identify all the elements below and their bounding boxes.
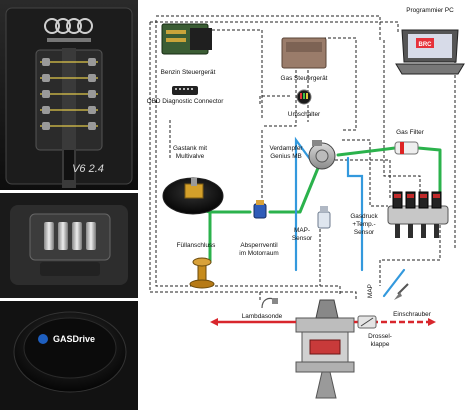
photo-engine-bay	[0, 193, 138, 298]
shutoff-valve: Absperrventil im Motorraum	[239, 200, 279, 257]
audi-rings-icon	[44, 18, 93, 34]
brc-logo: BRC	[419, 42, 433, 48]
lambda-sensor: Lambdasonde	[242, 297, 283, 320]
photo-engine-cover: V6 2.4	[0, 0, 138, 190]
label-lambda: Lambdasonde	[242, 313, 283, 320]
gas-ecu: Gas Steuergerät	[281, 37, 328, 82]
label-vaporizer-1: Verdampfer	[269, 145, 303, 152]
map-sensor: MAP- Sensor	[292, 206, 331, 242]
gasdrive-logo: GASDrive	[53, 334, 95, 344]
injector-rail: Gasdruck +Temp.- Sensor	[350, 191, 449, 238]
gas-filter: Gas Filter	[394, 129, 425, 155]
label-filler: Füllanschluss	[177, 242, 216, 249]
label-obd: OBD Diagnostic Connector	[147, 98, 225, 105]
label-gas-ecu: Gas Steuergerät	[281, 75, 328, 82]
filler-valve: Füllanschluss	[177, 242, 216, 289]
label-tank-1: Gastank mit	[173, 145, 207, 152]
injection-nozzle: Einschrauber	[393, 283, 432, 318]
injector-rails-icon	[35, 48, 103, 188]
gas-tank-multivalve: Gastank mit Multivalve	[162, 145, 224, 215]
label-laptop: Programmier PC	[406, 7, 454, 14]
label-throttle-2: klappe	[371, 341, 390, 348]
fuel-switch: Umschalter	[288, 89, 321, 118]
photo-spare-wheel-tank: GASDrive	[0, 301, 138, 410]
label-shutoff-1: Absperrventil	[240, 242, 277, 249]
label-shutoff-2: im Motorraum	[239, 250, 278, 257]
v6-badge: V6 2.4	[72, 163, 104, 175]
throttle-body: Drossel- klappe	[357, 315, 392, 348]
petrol-ecu: Benzin Steuergerät	[161, 23, 216, 76]
label-petrol-ecu: Benzin Steuergerät	[161, 69, 216, 76]
label-gas-filter: Gas Filter	[396, 129, 425, 136]
label-tank-2: Multivalve	[176, 153, 205, 160]
label-fuel-switch: Umschalter	[288, 111, 321, 118]
engine-cylinder	[295, 299, 355, 399]
programming-laptop: BRC Programmier PC	[395, 7, 465, 75]
label-map-sensor-1: MAP-	[294, 227, 310, 234]
vaporizer-genius-mb: Verdampfer Genius MB	[269, 140, 336, 170]
label-pressure-3: Sensor	[354, 229, 375, 236]
label-nozzle: Einschrauber	[393, 311, 432, 318]
label-vaporizer-2: Genius MB	[270, 153, 302, 160]
coolant-lines	[294, 136, 406, 298]
label-map-vertical: MAP	[367, 284, 374, 298]
label-throttle-1: Drossel-	[368, 333, 392, 340]
label-pressure-1: Gasdruck	[350, 213, 378, 220]
obd-connector: OBD Diagnostic Connector	[147, 86, 225, 105]
label-pressure-2: +Temp.-	[352, 221, 375, 228]
gasdrive-logo-icon	[38, 334, 48, 344]
label-map-sensor-2: Sensor	[292, 235, 313, 242]
